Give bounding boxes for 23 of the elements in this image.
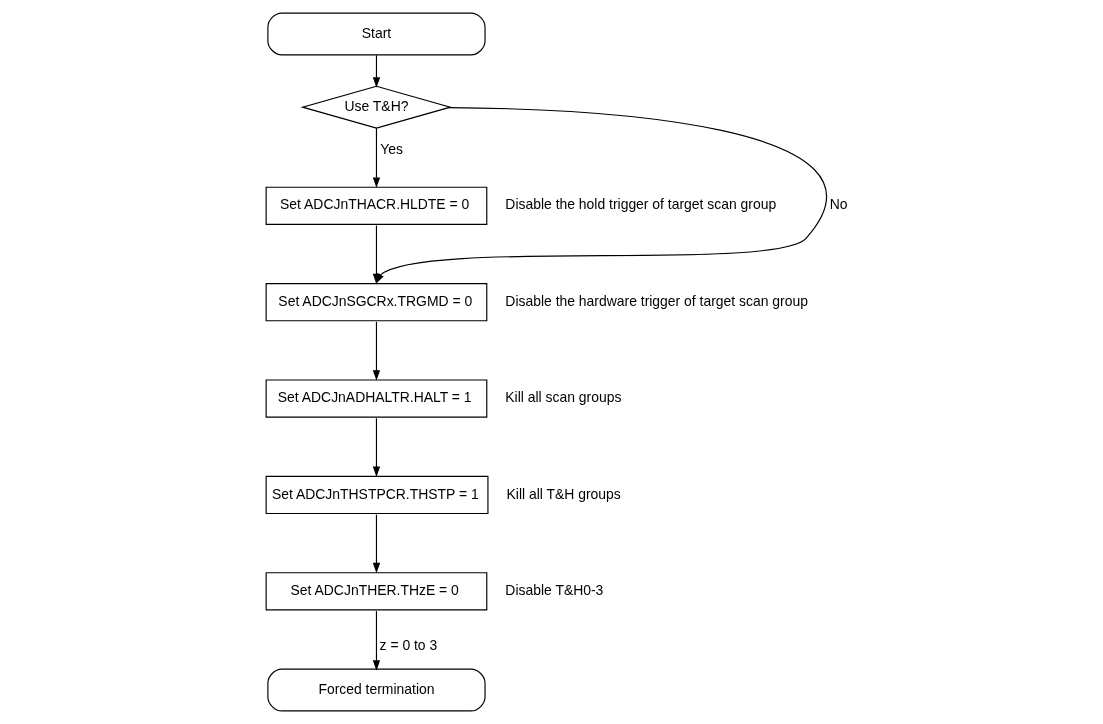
edge-label: z = 0 to 3 bbox=[379, 637, 438, 654]
node-box: Set ADCJnTHER.THzE = 0 bbox=[265, 572, 488, 611]
node-box: Set ADCJnADHALTR.HALT = 1 bbox=[265, 379, 488, 418]
arrow bbox=[372, 54, 381, 88]
node-label: Disable the hold trigger of target scan group bbox=[505, 196, 777, 213]
node-label: Kill all scan groups bbox=[505, 389, 622, 406]
node-label: Disable T&H0-3 bbox=[505, 581, 604, 598]
node-label: Disable the hardware trigger of target scan group bbox=[505, 292, 808, 309]
arrow bbox=[372, 514, 381, 574]
node-diamond: Use T&H? bbox=[300, 85, 453, 129]
node-box: Forced termination bbox=[267, 668, 486, 712]
arrow bbox=[372, 417, 381, 477]
edge-label: No bbox=[829, 196, 848, 213]
node-box: Set ADCJnSGCRx.TRGMD = 0 bbox=[265, 283, 488, 322]
node-label: Kill all T&H groups bbox=[506, 485, 621, 502]
node-box: Start bbox=[267, 12, 486, 56]
arrow bbox=[372, 225, 381, 285]
arrow bbox=[372, 610, 381, 671]
edge-label: Yes bbox=[380, 141, 403, 158]
node-box: Set ADCJnTHSTPCR.THSTP = 1 bbox=[265, 475, 489, 515]
arrow bbox=[372, 321, 381, 381]
node-box: Set ADCJnTHACR.HLDTE = 0 bbox=[265, 186, 488, 225]
arrow bbox=[372, 127, 381, 188]
